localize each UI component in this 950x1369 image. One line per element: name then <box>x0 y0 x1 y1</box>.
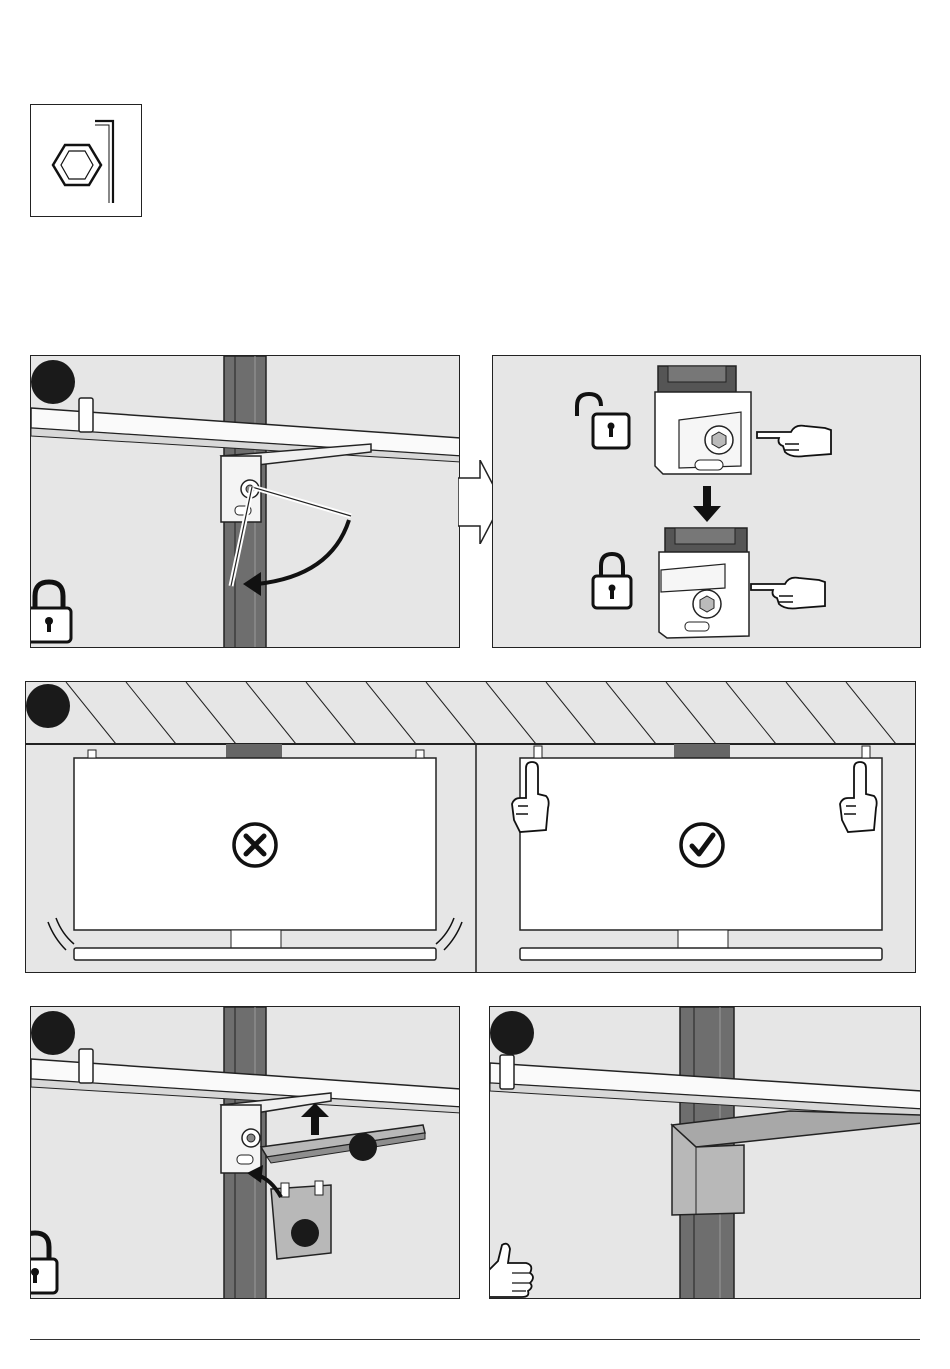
panel-step-3 <box>30 1006 460 1299</box>
hex-key-icon <box>31 105 143 218</box>
step-1-badge <box>31 360 75 404</box>
padlock-closed-icon <box>589 552 635 612</box>
pointing-hand-icon <box>749 574 829 614</box>
part-a-callout <box>349 1133 377 1161</box>
part-b-callout <box>291 1219 319 1247</box>
panel-step-1-detail <box>492 355 921 648</box>
check-mark-icon <box>678 821 726 869</box>
x-mark-icon <box>231 821 279 869</box>
step-2-badge <box>26 684 70 728</box>
panel-step-2 <box>25 681 916 973</box>
padlock-open-icon <box>571 392 631 452</box>
pointing-hand-icon <box>838 760 880 838</box>
panel-step-4 <box>489 1006 921 1299</box>
thumbs-up-icon <box>489 1239 538 1299</box>
pointing-hand-icon <box>510 760 552 838</box>
padlock-closed-icon <box>30 578 77 646</box>
padlock-closed-icon <box>30 1229 63 1297</box>
tool-hex-key-box <box>30 104 142 217</box>
pointing-hand-icon <box>755 422 835 462</box>
step-4-badge <box>490 1011 534 1055</box>
footer-divider <box>30 1339 920 1340</box>
panel-step-1 <box>30 355 460 648</box>
step-3-badge <box>31 1011 75 1055</box>
